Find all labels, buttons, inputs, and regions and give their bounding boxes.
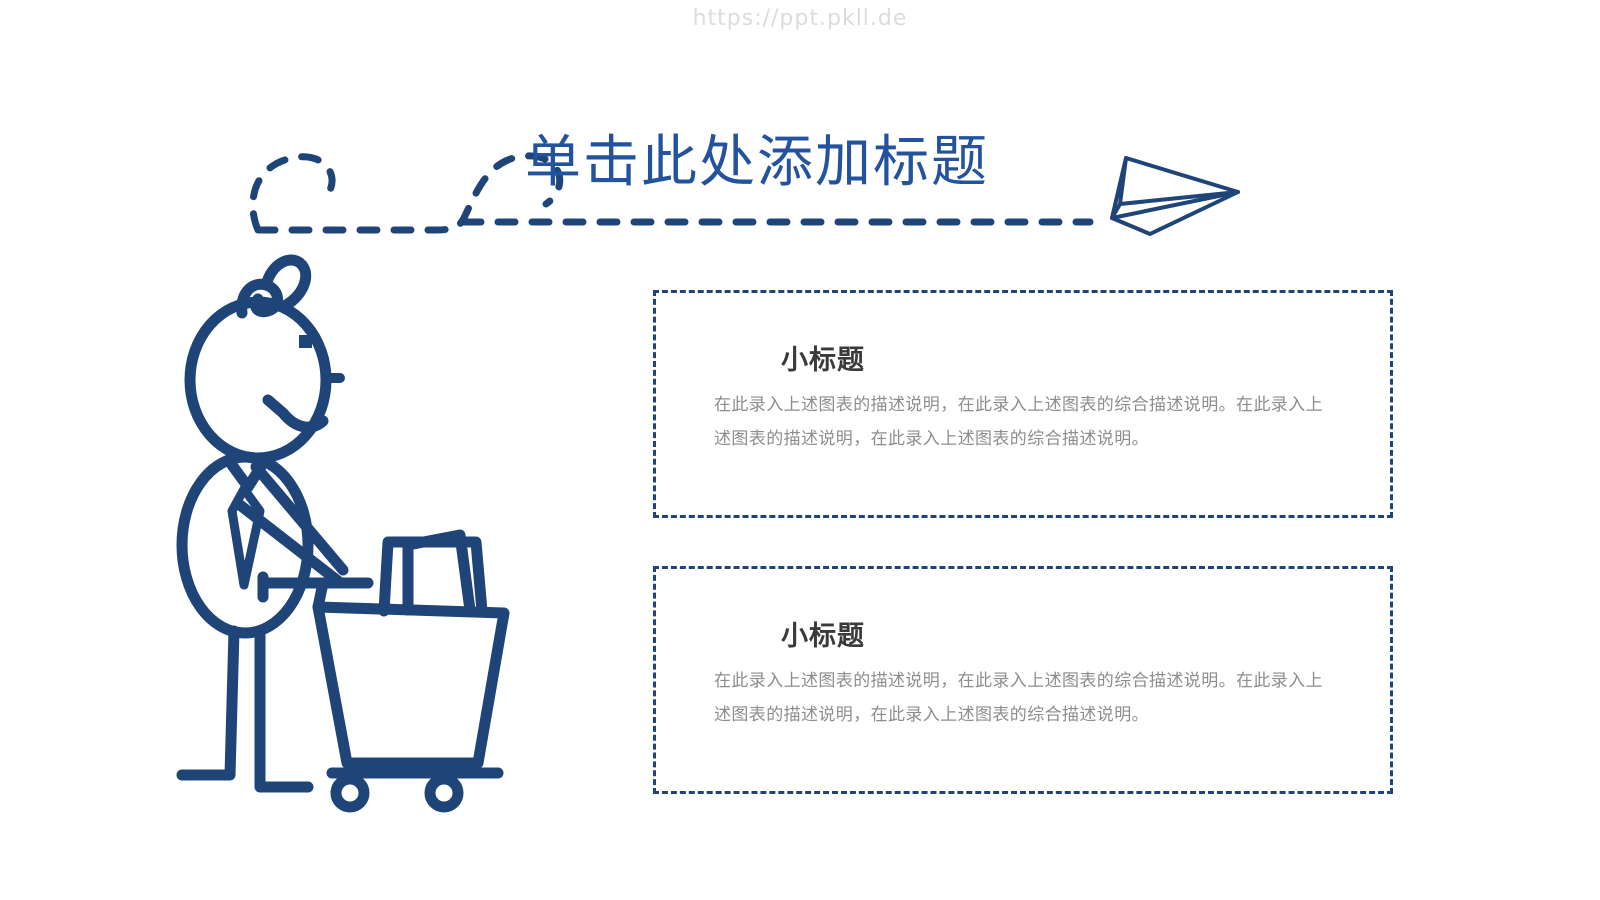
hair-curl-icon bbox=[236, 254, 312, 319]
arm-lower-icon bbox=[234, 499, 344, 587]
content-box-1: 小标题 在此录入上述图表的描述说明，在此录入上述图表的综合描述说明。在此录入上述… bbox=[653, 290, 1393, 518]
page-title: 单击此处添加标题 bbox=[525, 130, 989, 193]
content-box-1-body: 在此录入上述图表的描述说明，在此录入上述图表的综合描述说明。在此录入上述图表的描… bbox=[714, 395, 1323, 448]
content-box-2: 小标题 在此录入上述图表的描述说明，在此录入上述图表的综合描述说明。在此录入上述… bbox=[653, 566, 1393, 794]
cart-post-icon bbox=[312, 577, 329, 613]
cart-wheel-left-icon bbox=[330, 773, 370, 813]
smile-icon bbox=[262, 394, 329, 433]
parcel-box-outline-icon bbox=[378, 536, 488, 617]
head-oval-icon bbox=[184, 296, 332, 464]
cart-wheel-right-icon bbox=[424, 773, 464, 813]
leg-right-icon bbox=[254, 627, 314, 793]
stick-figure-with-shopping-cart-illustration bbox=[176, 254, 510, 813]
leg-left-icon bbox=[176, 625, 240, 781]
watermark-url: https://ppt.pkll.de bbox=[692, 6, 908, 31]
paper-plane-icon bbox=[1110, 156, 1240, 236]
content-box-2-heading: 小标题 bbox=[781, 621, 865, 651]
eye-icon bbox=[299, 335, 312, 348]
content-box-1-heading: 小标题 bbox=[781, 345, 865, 375]
dashed-loop-trail-icon bbox=[249, 152, 1094, 234]
cart-basket-icon bbox=[312, 601, 510, 769]
content-box-2-body: 在此录入上述图表的描述说明，在此录入上述图表的综合描述说明。在此录入上述图表的描… bbox=[714, 671, 1323, 724]
arm-upper-icon bbox=[250, 461, 349, 576]
torso-oval-icon bbox=[176, 451, 314, 639]
slide-header: 单击此处添加标题 bbox=[0, 60, 1600, 236]
